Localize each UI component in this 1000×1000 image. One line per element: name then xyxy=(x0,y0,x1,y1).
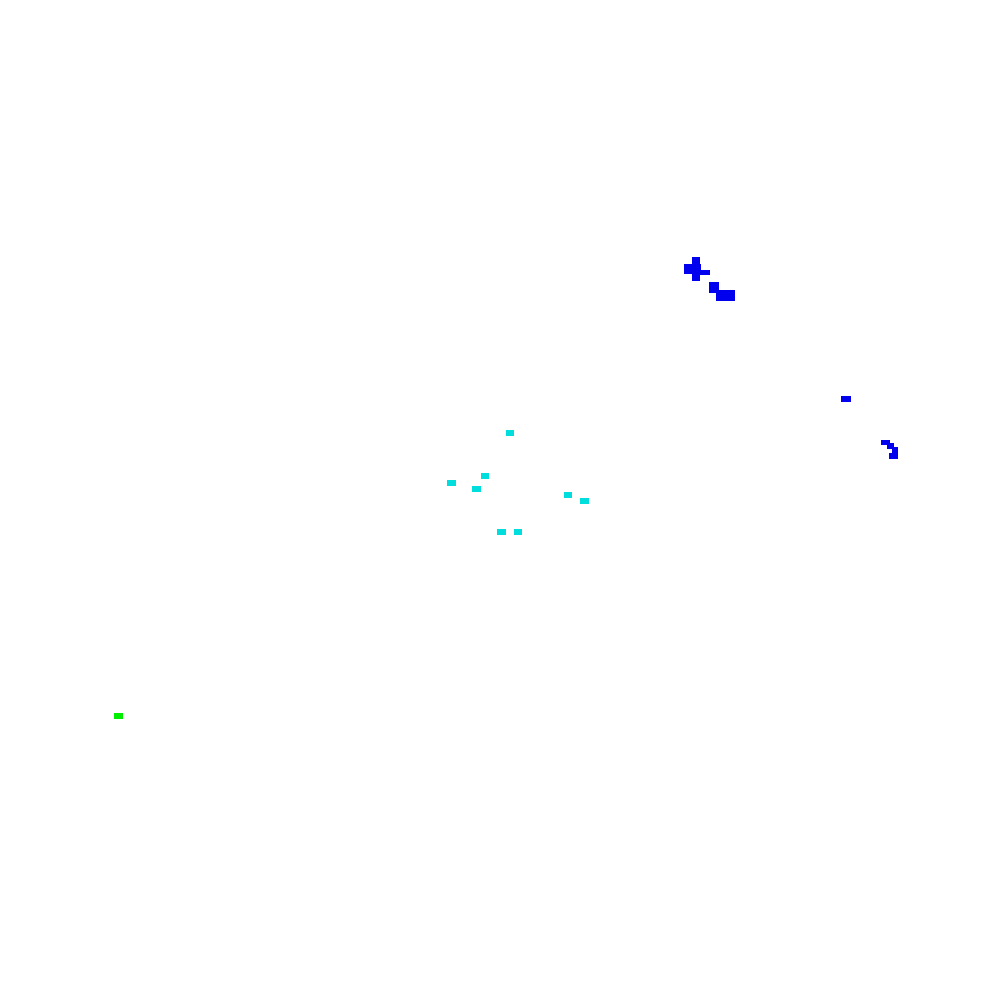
blue-curve-segment xyxy=(881,440,890,445)
blue-curve-segment xyxy=(892,447,898,453)
blue-blob xyxy=(709,282,719,293)
blue-blob xyxy=(692,257,700,281)
cyan-dot xyxy=(481,473,489,479)
blue-curve-segment xyxy=(887,443,894,449)
cyan-dot xyxy=(497,529,506,535)
cyan-dot xyxy=(472,486,481,492)
cyan-dot xyxy=(447,480,456,486)
blue-blob xyxy=(716,290,735,301)
cyan-dot xyxy=(506,430,514,436)
cyan-dot xyxy=(580,498,589,504)
green-dot xyxy=(114,713,123,719)
cyan-dot xyxy=(564,492,572,498)
blue-curve-segment xyxy=(889,453,898,459)
blue-blob xyxy=(699,270,710,275)
blue-dot xyxy=(841,396,851,402)
cyan-dot xyxy=(514,529,522,535)
